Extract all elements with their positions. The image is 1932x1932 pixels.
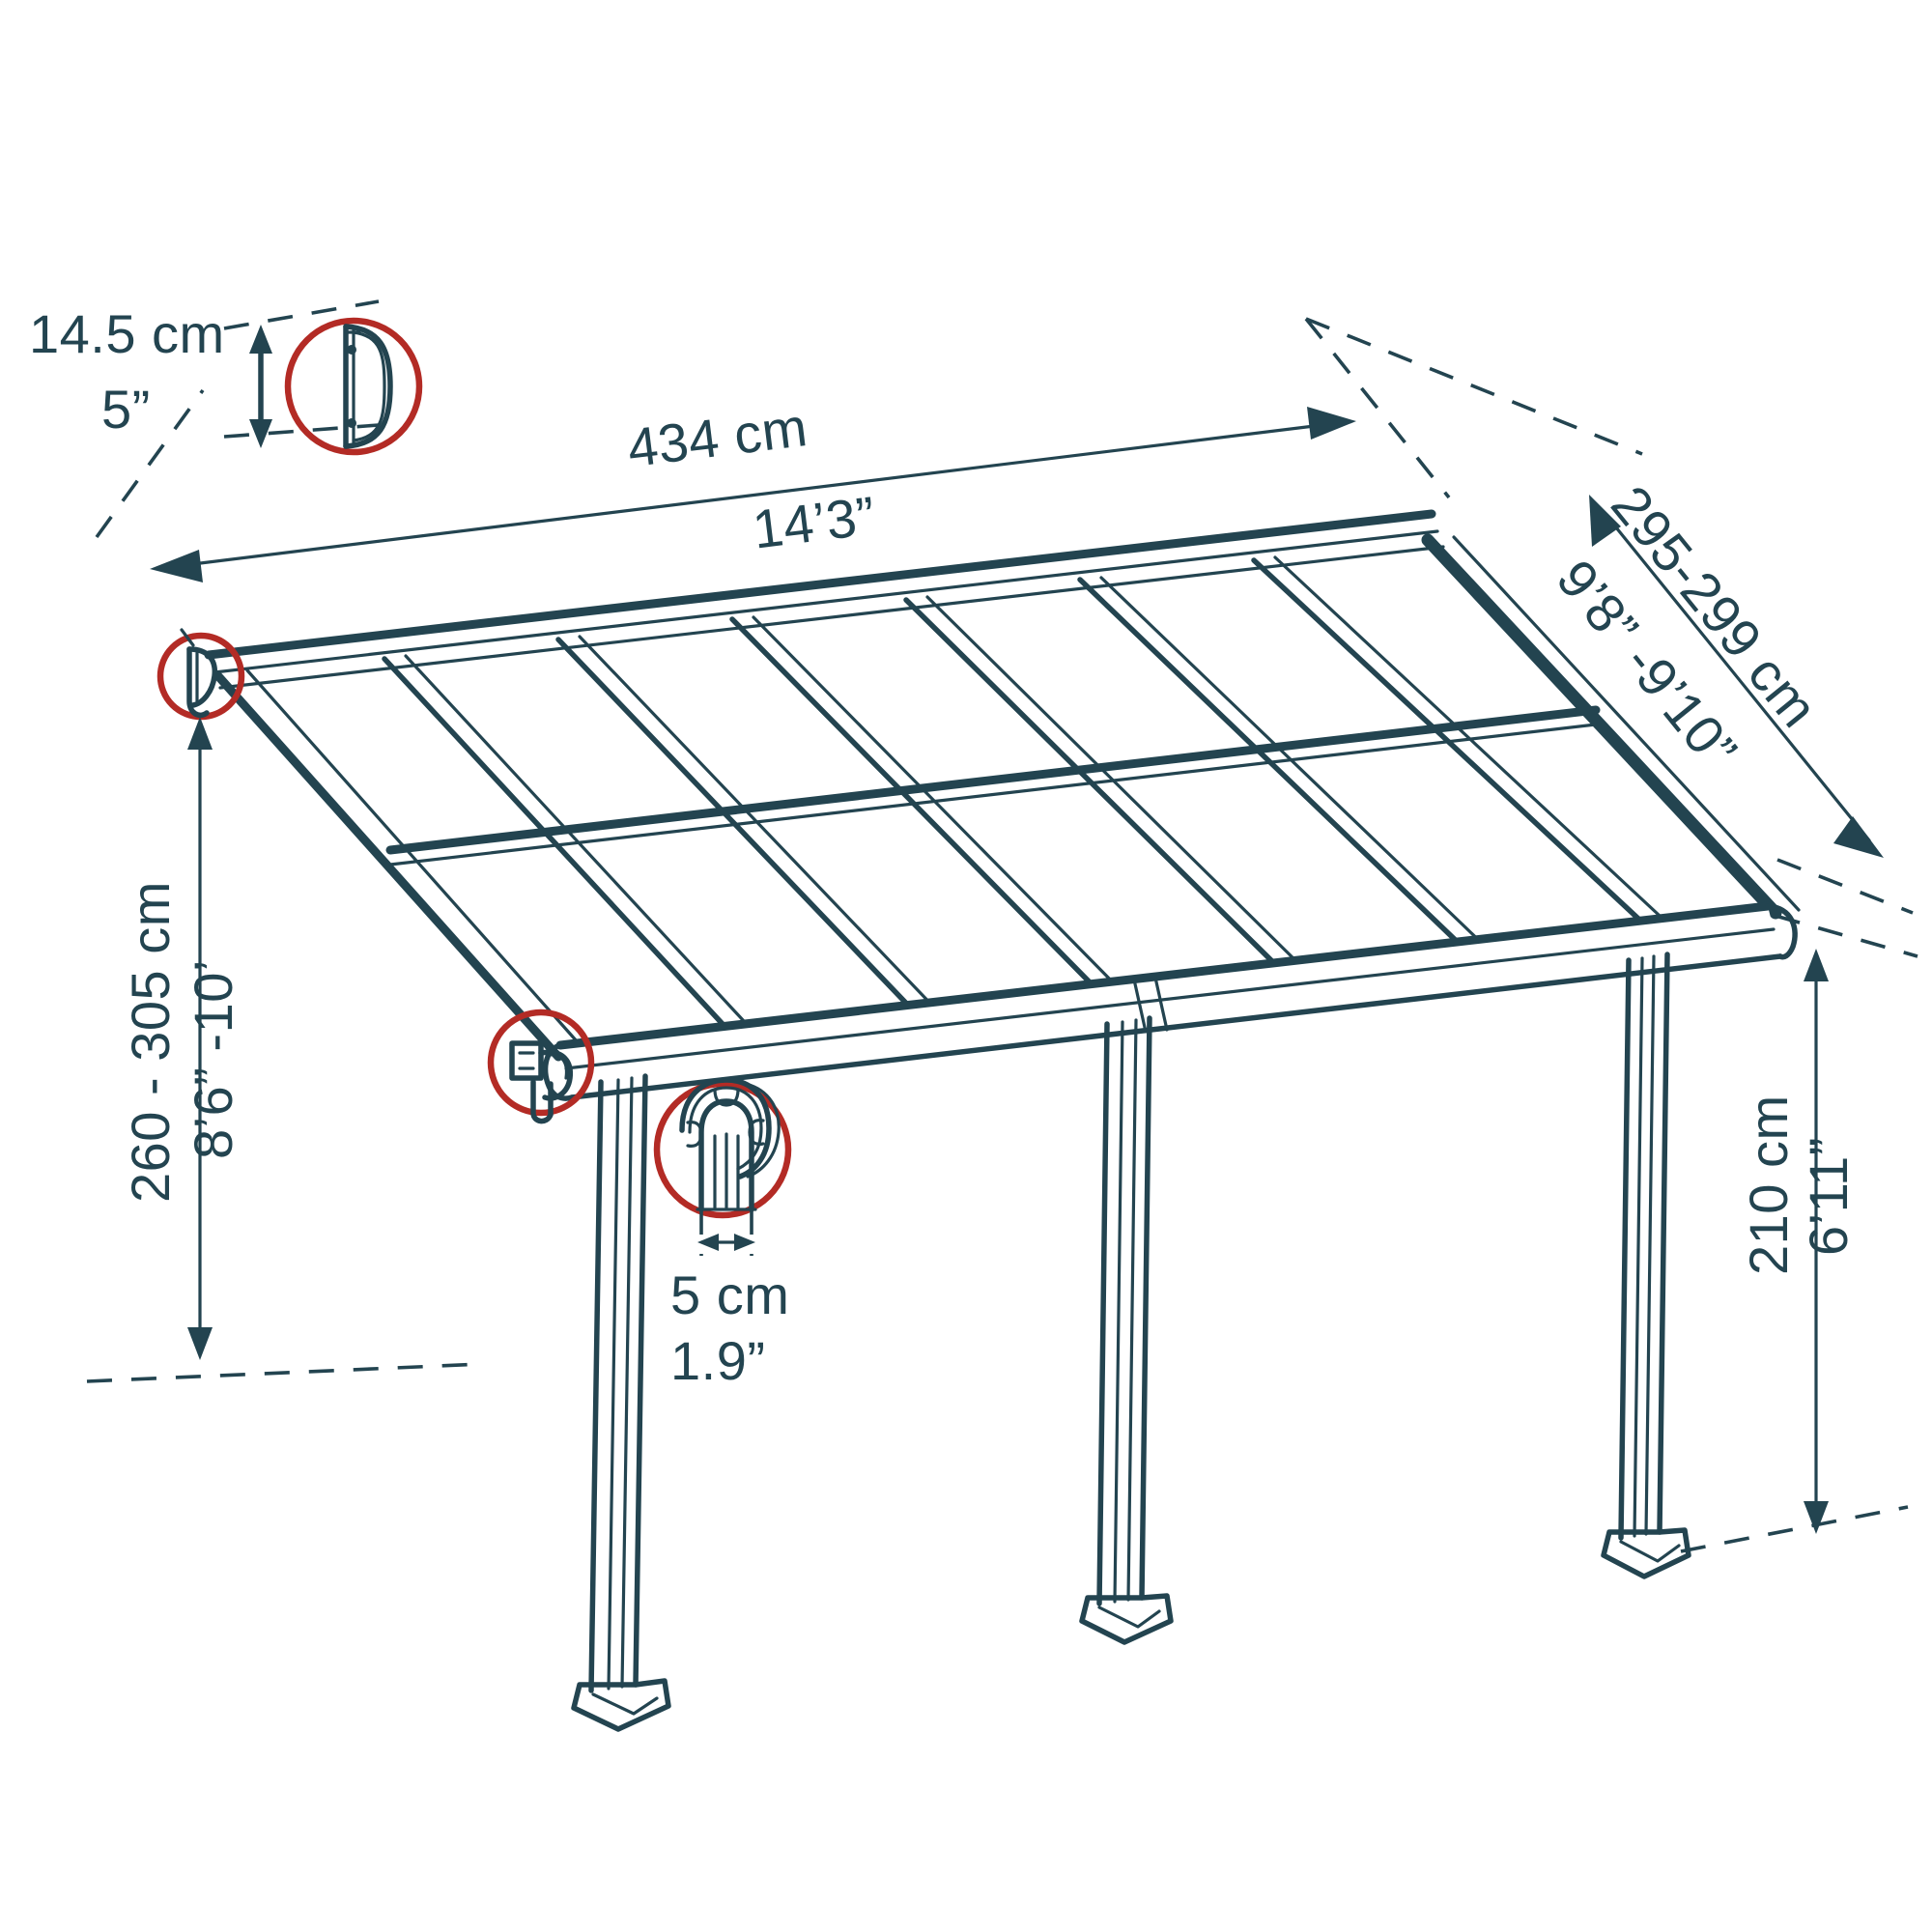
- overall-width-metric-label: 434 cm: [624, 396, 810, 478]
- roof-rafters: [213, 533, 1801, 1062]
- beam-profile-shape: [343, 324, 393, 449]
- front-height-imperial-label: 6’11”: [1798, 1137, 1859, 1256]
- wall-height-dimension: 260 - 305 cm 8’6” -10’: [86, 717, 484, 1383]
- beam-profile-detail-group: 14.5 cm 5”: [29, 299, 423, 456]
- projection-ext-bottom-b: [1775, 914, 1918, 958]
- front-height-metric-label: 210 cm: [1738, 1094, 1799, 1275]
- post-width-imperial-label: 1.9”: [670, 1330, 766, 1391]
- wall-height-metric-label: 260 - 305 cm: [120, 881, 181, 1203]
- width-ext-left: [95, 388, 205, 539]
- front-bracket-detail: [487, 1009, 595, 1124]
- beam-depth-imperial-label: 5”: [101, 379, 151, 440]
- front-height-dimension: 210 cm 6’11”: [1680, 949, 1909, 1553]
- wall-height-imperial-label: 8’6” -10’: [183, 959, 243, 1159]
- posts-group: [571, 952, 1691, 1732]
- roof-assembly: [204, 509, 1801, 1101]
- wall-bracket-detail: [156, 628, 245, 721]
- front-gutter-beam: [542, 901, 1798, 1101]
- wall-height-ext-bottom: [86, 1362, 484, 1383]
- post-center: [1079, 1015, 1174, 1645]
- post-width-metric-label: 5 cm: [670, 1264, 789, 1325]
- projection-ext-top: [1305, 317, 1643, 456]
- wall-beam: [204, 509, 1445, 690]
- front-bracket-callout-circle: [487, 1009, 595, 1117]
- beam-depth-arrow: [249, 325, 272, 448]
- roof-cross-beam: [385, 705, 1601, 867]
- post-left: [571, 1073, 671, 1732]
- overall-width-dimension: 434 cm 14’3”: [95, 317, 1451, 582]
- front-height-ext-bottom: [1680, 1505, 1909, 1553]
- width-ext-right: [1304, 317, 1451, 499]
- projection-ext-bottom-a: [1776, 858, 1914, 915]
- beam-profile-callout-circle: [284, 317, 423, 456]
- post-profile-callout-circle: [653, 1080, 792, 1219]
- post-profile-detail: 5 cm 1.9”: [653, 1077, 792, 1391]
- beam-depth-metric-label: 14.5 cm: [29, 303, 225, 364]
- post-right: [1601, 952, 1691, 1579]
- beam-detail-leader-top: [223, 299, 380, 330]
- overall-width-imperial-label: 14’3”: [750, 485, 879, 560]
